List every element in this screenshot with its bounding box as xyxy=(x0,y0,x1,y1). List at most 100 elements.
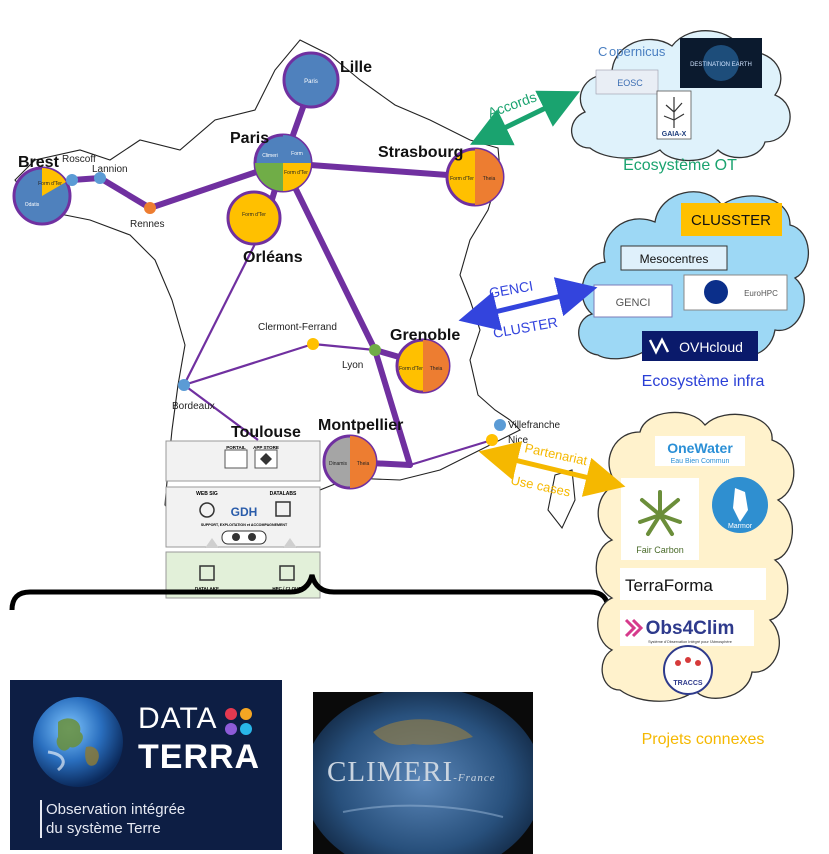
gdh-support: SUPPORT, EXPLOITATION et ACCOMPAGNEMENT xyxy=(201,523,288,527)
portail-icon xyxy=(224,449,248,469)
lille-pie-label: Paris xyxy=(304,79,318,85)
use-cases-label: Use cases xyxy=(509,472,572,499)
grenoble-pie-b: Theia xyxy=(430,366,443,372)
gdh-diagram: PORTAIL APP STORE WEB SIG DATALABS GDH S… xyxy=(165,440,321,599)
strasbourg-pie-b: Theia xyxy=(483,176,496,182)
ovhcloud-logo xyxy=(642,331,758,361)
clusster-box[interactable] xyxy=(681,203,782,236)
faircarbon-text: Fair Carbon xyxy=(636,545,684,555)
mesocentres-box[interactable] xyxy=(620,245,728,271)
nice-node[interactable] xyxy=(486,434,498,446)
genci-logo xyxy=(593,284,673,318)
corsica-outline xyxy=(547,469,576,530)
eu-flag-icon xyxy=(704,280,728,304)
gaiax-text: GAIA-X xyxy=(662,131,687,138)
data-terra-dots-icon xyxy=(225,708,255,738)
copernicus-logo: opernicus xyxy=(609,44,666,59)
paris-pie-a: Climeri xyxy=(262,153,278,159)
datalake-icon xyxy=(199,565,215,581)
copernicus-c: C xyxy=(598,44,607,59)
cloud-infra-caption: Ecosystème infra xyxy=(642,373,765,390)
montpellier-pie-a: Dinamis xyxy=(329,461,348,467)
secondary-links xyxy=(183,225,493,467)
data-terra-tagline-1: Observation intégrée xyxy=(46,801,186,818)
lyon-node[interactable] xyxy=(369,344,381,356)
cloud-ecosysteme-ot: C opernicus DESTINATION EARTH EOSC GAIA-… xyxy=(570,30,791,174)
arrow-accords: Accords xyxy=(470,88,580,146)
lannion-node[interactable] xyxy=(94,172,106,184)
ovhcloud-text: OVHcloud xyxy=(679,339,743,355)
genci-logo-text: GENCI xyxy=(616,297,651,309)
obs4clim-icon xyxy=(624,618,644,638)
terraforma-box[interactable] xyxy=(620,568,766,600)
strasbourg-node[interactable]: Form d'Ter Theia xyxy=(445,147,505,207)
montpellier-node[interactable]: Dinamis Theia xyxy=(322,434,378,490)
eurohpc-text: EuroHPC xyxy=(744,289,778,298)
gdh-appstore: APP STORE xyxy=(253,445,279,450)
gdh-datalake: DATALAKE xyxy=(195,586,219,591)
label-orleans: Orléans xyxy=(243,249,303,266)
hpc-icon xyxy=(279,565,295,581)
backbone-links xyxy=(39,82,478,468)
climeri-logo: CLIMERI-France xyxy=(313,692,533,854)
gaiax-tree-icon xyxy=(663,97,685,128)
label-paris: Paris xyxy=(230,130,269,147)
lille-node[interactable]: Paris xyxy=(282,51,340,109)
terra-word: TERRA xyxy=(138,738,261,776)
marmor-island-icon xyxy=(733,488,748,522)
destination-earth-text: DESTINATION EARTH xyxy=(690,62,752,68)
label-grenoble: Grenoble xyxy=(390,327,460,344)
marmor-text: Marmor xyxy=(728,523,753,530)
orleans-node[interactable]: Form d'Ter xyxy=(226,190,282,246)
paris-node[interactable]: Climeri Form Form d'Ter xyxy=(253,133,313,193)
paris-pie-c: Form d'Ter xyxy=(284,170,308,176)
montpellier-pie-b: Theia xyxy=(357,461,370,467)
terraforma-text: TerraForma xyxy=(625,576,713,595)
cloud-projets-connexes: OneWater Eau Bien Commun Fair Carbon Mar… xyxy=(595,411,795,748)
cloud-ot-caption: Ecosystème OT xyxy=(623,157,737,174)
traccs-logo xyxy=(663,645,713,695)
strasbourg-pie-a: Form d'Ter xyxy=(450,176,474,182)
mesocentres-text: Mesocentres xyxy=(640,252,709,266)
rennes-node[interactable] xyxy=(144,202,156,214)
grenoble-node[interactable]: Form d'Ter Theia xyxy=(395,338,451,394)
support-icon-right xyxy=(248,533,256,541)
paris-pie-b: Form xyxy=(291,151,303,157)
label-clermont: Clermont-Ferrand xyxy=(258,322,337,333)
roscoff-node[interactable] xyxy=(66,174,78,186)
clusster-text: CLUSSTER xyxy=(691,212,771,229)
label-brest: Brest xyxy=(18,154,60,171)
label-lyon: Lyon xyxy=(342,360,363,371)
traccs-people-icon xyxy=(675,657,701,666)
gdh-hpc: HPC / CLOUD xyxy=(272,586,302,591)
arrow-genci-cluster: GENCI CLUSTER xyxy=(458,277,598,341)
websig-icon xyxy=(199,502,215,518)
data-word: DATA xyxy=(138,702,218,735)
label-strasbourg: Strasbourg xyxy=(378,144,463,161)
label-villefranche: Villefranche xyxy=(508,420,561,431)
obs4clim-sub: Système d'Observation Intégré pour l'Atm… xyxy=(648,640,732,644)
data-terra-logo: DATA TERRA Observation intégrée du systè… xyxy=(10,680,282,850)
villefranche-node[interactable] xyxy=(494,419,506,431)
brest-node[interactable]: Form d'Ter Odatis xyxy=(12,166,72,226)
bottom-brace xyxy=(9,574,611,611)
traccs-text: TRACCS xyxy=(673,680,702,687)
orleans-pie-a: Form d'Ter xyxy=(242,212,266,218)
ovh-icon xyxy=(648,337,670,355)
label-lannion: Lannion xyxy=(92,164,128,175)
bordeaux-node[interactable] xyxy=(178,379,190,391)
brest-pie-a: Form d'Ter xyxy=(38,181,62,187)
genci-label: GENCI xyxy=(488,277,534,300)
eosc-text: EOSC xyxy=(617,78,643,88)
onewater-sub: Eau Bien Commun xyxy=(671,458,730,465)
climeri-globe-icon xyxy=(313,692,533,854)
data-terra-tagline-2: du système Terre xyxy=(46,820,161,837)
label-lille: Lille xyxy=(340,59,372,76)
datalabs-icon xyxy=(275,501,291,517)
clermont-node[interactable] xyxy=(307,338,319,350)
label-toulouse: Toulouse xyxy=(231,424,301,441)
eosc-logo xyxy=(595,69,659,95)
label-montpellier: Montpellier xyxy=(318,417,403,434)
onewater-text: OneWater xyxy=(667,440,733,456)
